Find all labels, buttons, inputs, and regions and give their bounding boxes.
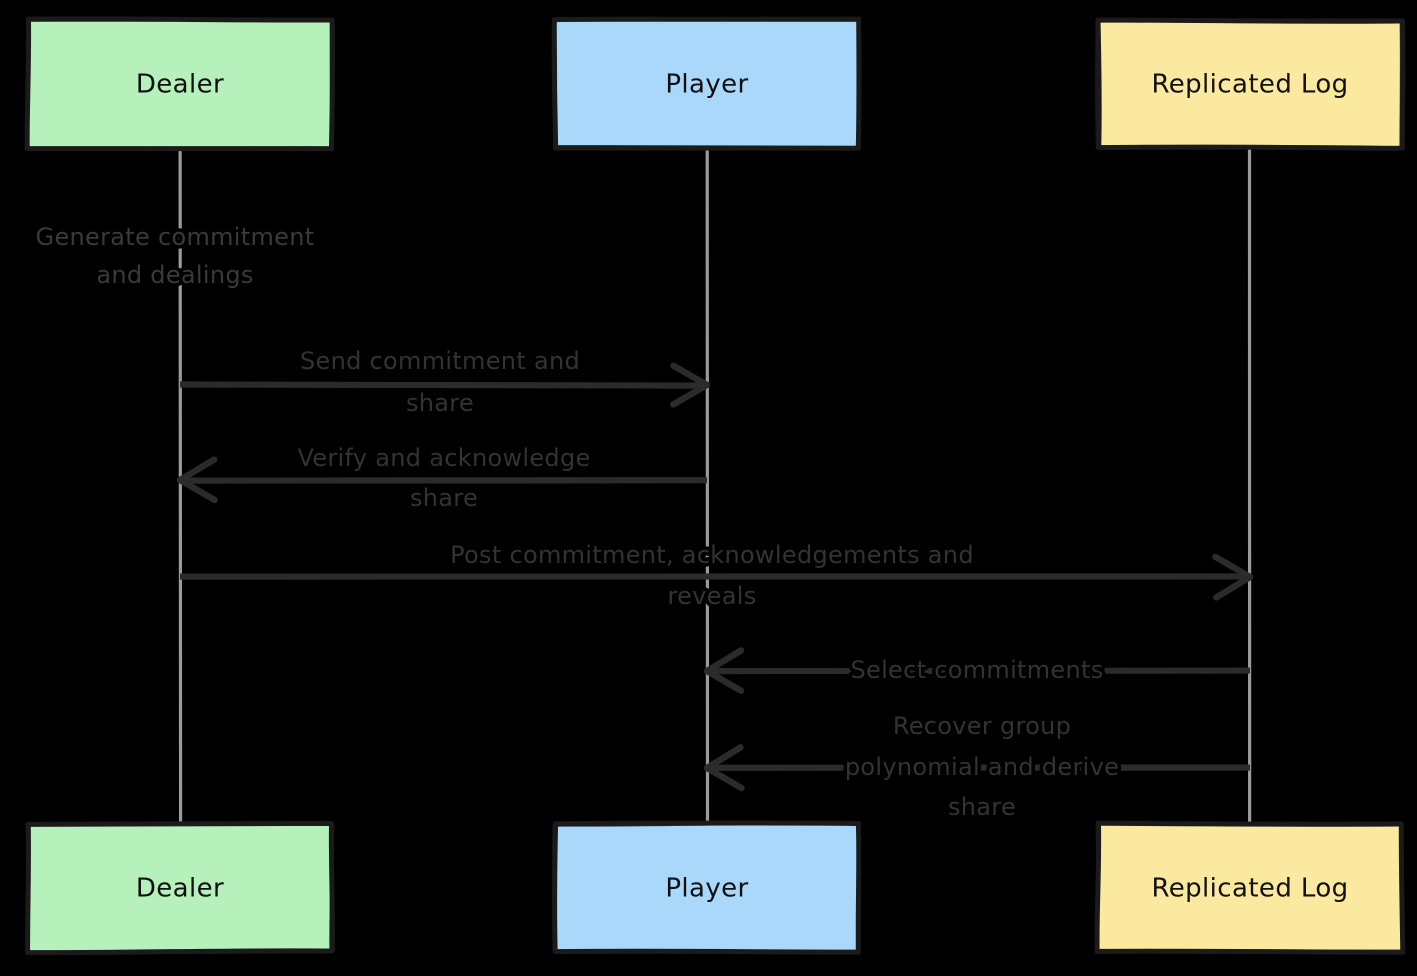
- actor-label-dealer-top: Dealer: [136, 70, 224, 100]
- note-label-halo-note-generate-0: Generate commitment: [36, 223, 315, 251]
- actor-box-player-bottom-outline: [552, 821, 861, 954]
- actor-box-player-bottom-fill: [554, 823, 860, 953]
- actor-label-log-bottom: Replicated Log: [1151, 874, 1348, 904]
- message-arrow-msg-1-head-upper: [670, 362, 711, 389]
- message-arrow-msg-4-head-lower: [703, 667, 745, 695]
- actor-label-player-bottom: Player: [665, 874, 748, 904]
- actor-boxes-group: [24, 16, 1406, 956]
- message-arrow-msg-3-head-lower: [1213, 573, 1254, 601]
- message-arrow-msg-2-shaft: [183, 476, 708, 484]
- message-label-halo-msg-1-0: Send commitment and: [300, 347, 580, 375]
- actor-box-log-top-outline: [1094, 18, 1404, 150]
- actor-box-dealer-top-fill: [28, 19, 332, 149]
- message-label-msg-5-2: share: [948, 793, 1016, 821]
- message-label-halo-msg-3-1: reveals: [667, 582, 756, 610]
- actor-label-log-top: Replicated Log: [1151, 70, 1348, 100]
- message-arrow-msg-4-shaft: [710, 667, 1251, 675]
- message-label-msg-2-0: Verify and acknowledge: [297, 444, 590, 472]
- message-arrow-msg-1-head-lower: [670, 381, 711, 408]
- actor-box-log-bottom-outline: [1095, 822, 1405, 954]
- message-label-msg-1-1: share: [406, 389, 474, 417]
- actor-box-dealer-bottom-outline: [25, 822, 335, 955]
- message-arrow-msg-5-head-lower: [703, 764, 745, 792]
- actor-label-dealer-bottom: Dealer: [136, 874, 224, 904]
- message-arrow-msg-5-head-upper: [703, 744, 744, 772]
- actor-box-player-top-fill: [554, 19, 860, 149]
- message-label-msg-3-0: Post commitment, acknowledgements and: [450, 541, 974, 569]
- message-label-halo-msg-2-1: share: [410, 484, 478, 512]
- actor-box-dealer-bottom-fill: [27, 824, 333, 952]
- message-arrow-msg-2-head-upper: [176, 456, 218, 484]
- lifelines-group: [178, 146, 1252, 826]
- actor-box-dealer-top-outline: [25, 18, 334, 151]
- message-label-msg-2-1: share: [410, 484, 478, 512]
- message-label-halo-msg-3-0: Post commitment, acknowledgements and: [450, 541, 974, 569]
- actor-box-player-top-outline: [553, 17, 862, 151]
- message-arrow-msg-3-head-upper: [1212, 553, 1254, 581]
- messages-group: [176, 362, 1254, 792]
- note-label-halo-note-generate-1: and dealings: [96, 261, 253, 289]
- message-label-msg-4-0: Select commitments: [850, 656, 1103, 684]
- message-label-msg-3-1: reveals: [667, 582, 756, 610]
- message-arrow-msg-3-shaft: [179, 573, 1247, 581]
- note-label-note-generate-1: and dealings: [96, 261, 253, 289]
- message-label-halo-msg-5-2: share: [948, 793, 1016, 821]
- lifeline-log: [1247, 146, 1252, 826]
- message-label-halo-msg-5-0: Recover group: [893, 712, 1071, 740]
- message-arrow-msg-1-shaft: [179, 381, 704, 389]
- message-label-msg-5-1: polynomial and derive: [845, 753, 1119, 781]
- message-label-halo-msg-4-0: Select commitments: [850, 656, 1103, 684]
- message-label-halo-msg-1-1: share: [406, 389, 474, 417]
- message-label-halo-msg-2-0: Verify and acknowledge: [297, 444, 590, 472]
- message-label-msg-5-0: Recover group: [893, 712, 1071, 740]
- actor-label-player-top: Player: [665, 70, 748, 100]
- actor-box-log-bottom-fill: [1098, 824, 1403, 953]
- message-label-msg-1-0: Send commitment and: [300, 347, 580, 375]
- message-arrow-msg-4-head-upper: [703, 647, 745, 675]
- message-label-halo-msg-5-1: polynomial and derive: [845, 753, 1119, 781]
- message-arrow-msg-2-head-lower: [176, 476, 218, 504]
- note-label-note-generate-0: Generate commitment: [36, 223, 315, 251]
- actor-box-log-top-fill: [1097, 20, 1403, 149]
